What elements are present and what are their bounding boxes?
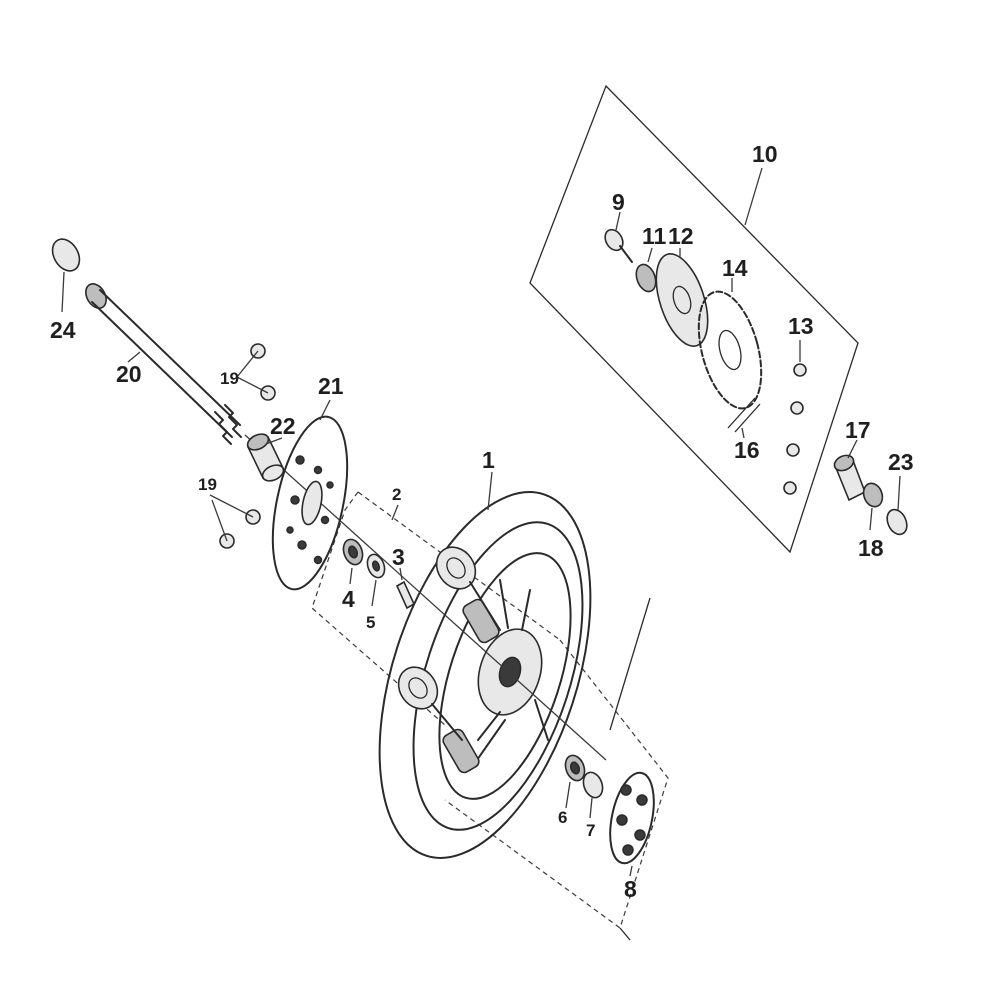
callout-1: 1 — [482, 447, 495, 473]
hub-bearings-right — [564, 754, 655, 865]
callout-19-upper: 19 — [220, 369, 239, 388]
callout-6: 6 — [558, 808, 567, 827]
callout-23: 23 — [888, 449, 914, 475]
callout-4: 4 — [342, 586, 355, 612]
callout-19-lower: 19 — [198, 475, 217, 494]
callout-24: 24 — [50, 317, 76, 343]
callout-5: 5 — [366, 613, 375, 632]
callout-8: 8 — [624, 876, 637, 902]
callout-18: 18 — [858, 535, 884, 561]
callout-22: 22 — [270, 413, 296, 439]
sprocket-assembly-frame — [529, 84, 859, 554]
callout-labels: 1 2 3 4 5 6 7 8 9 10 11 12 13 14 16 17 1… — [50, 141, 914, 902]
wheel-tire — [378, 491, 592, 859]
callout-21: 21 — [318, 373, 344, 399]
callout-9: 9 — [612, 189, 625, 215]
axle-shaft — [51, 238, 607, 761]
sprocket-parts — [604, 228, 807, 495]
callout-3: 3 — [392, 544, 405, 570]
callout-20: 20 — [116, 361, 142, 387]
wheel-assembly-frame — [311, 491, 669, 941]
callout-14: 14 — [722, 255, 748, 281]
spacer — [246, 433, 285, 482]
axle-eyelets — [397, 546, 501, 741]
callout-10: 10 — [752, 141, 778, 167]
leader-lines — [61, 167, 901, 877]
callout-16: 16 — [734, 437, 760, 463]
callout-7: 7 — [586, 821, 595, 840]
callout-2: 2 — [392, 485, 401, 504]
hub-bearings-left — [342, 538, 416, 610]
brake-disc — [271, 415, 349, 591]
callout-13: 13 — [788, 313, 814, 339]
callout-12: 12 — [668, 223, 694, 249]
right-axle-parts — [833, 454, 908, 536]
callout-11: 11 — [642, 223, 667, 249]
bolts — [209, 343, 276, 549]
callout-17: 17 — [845, 417, 871, 443]
